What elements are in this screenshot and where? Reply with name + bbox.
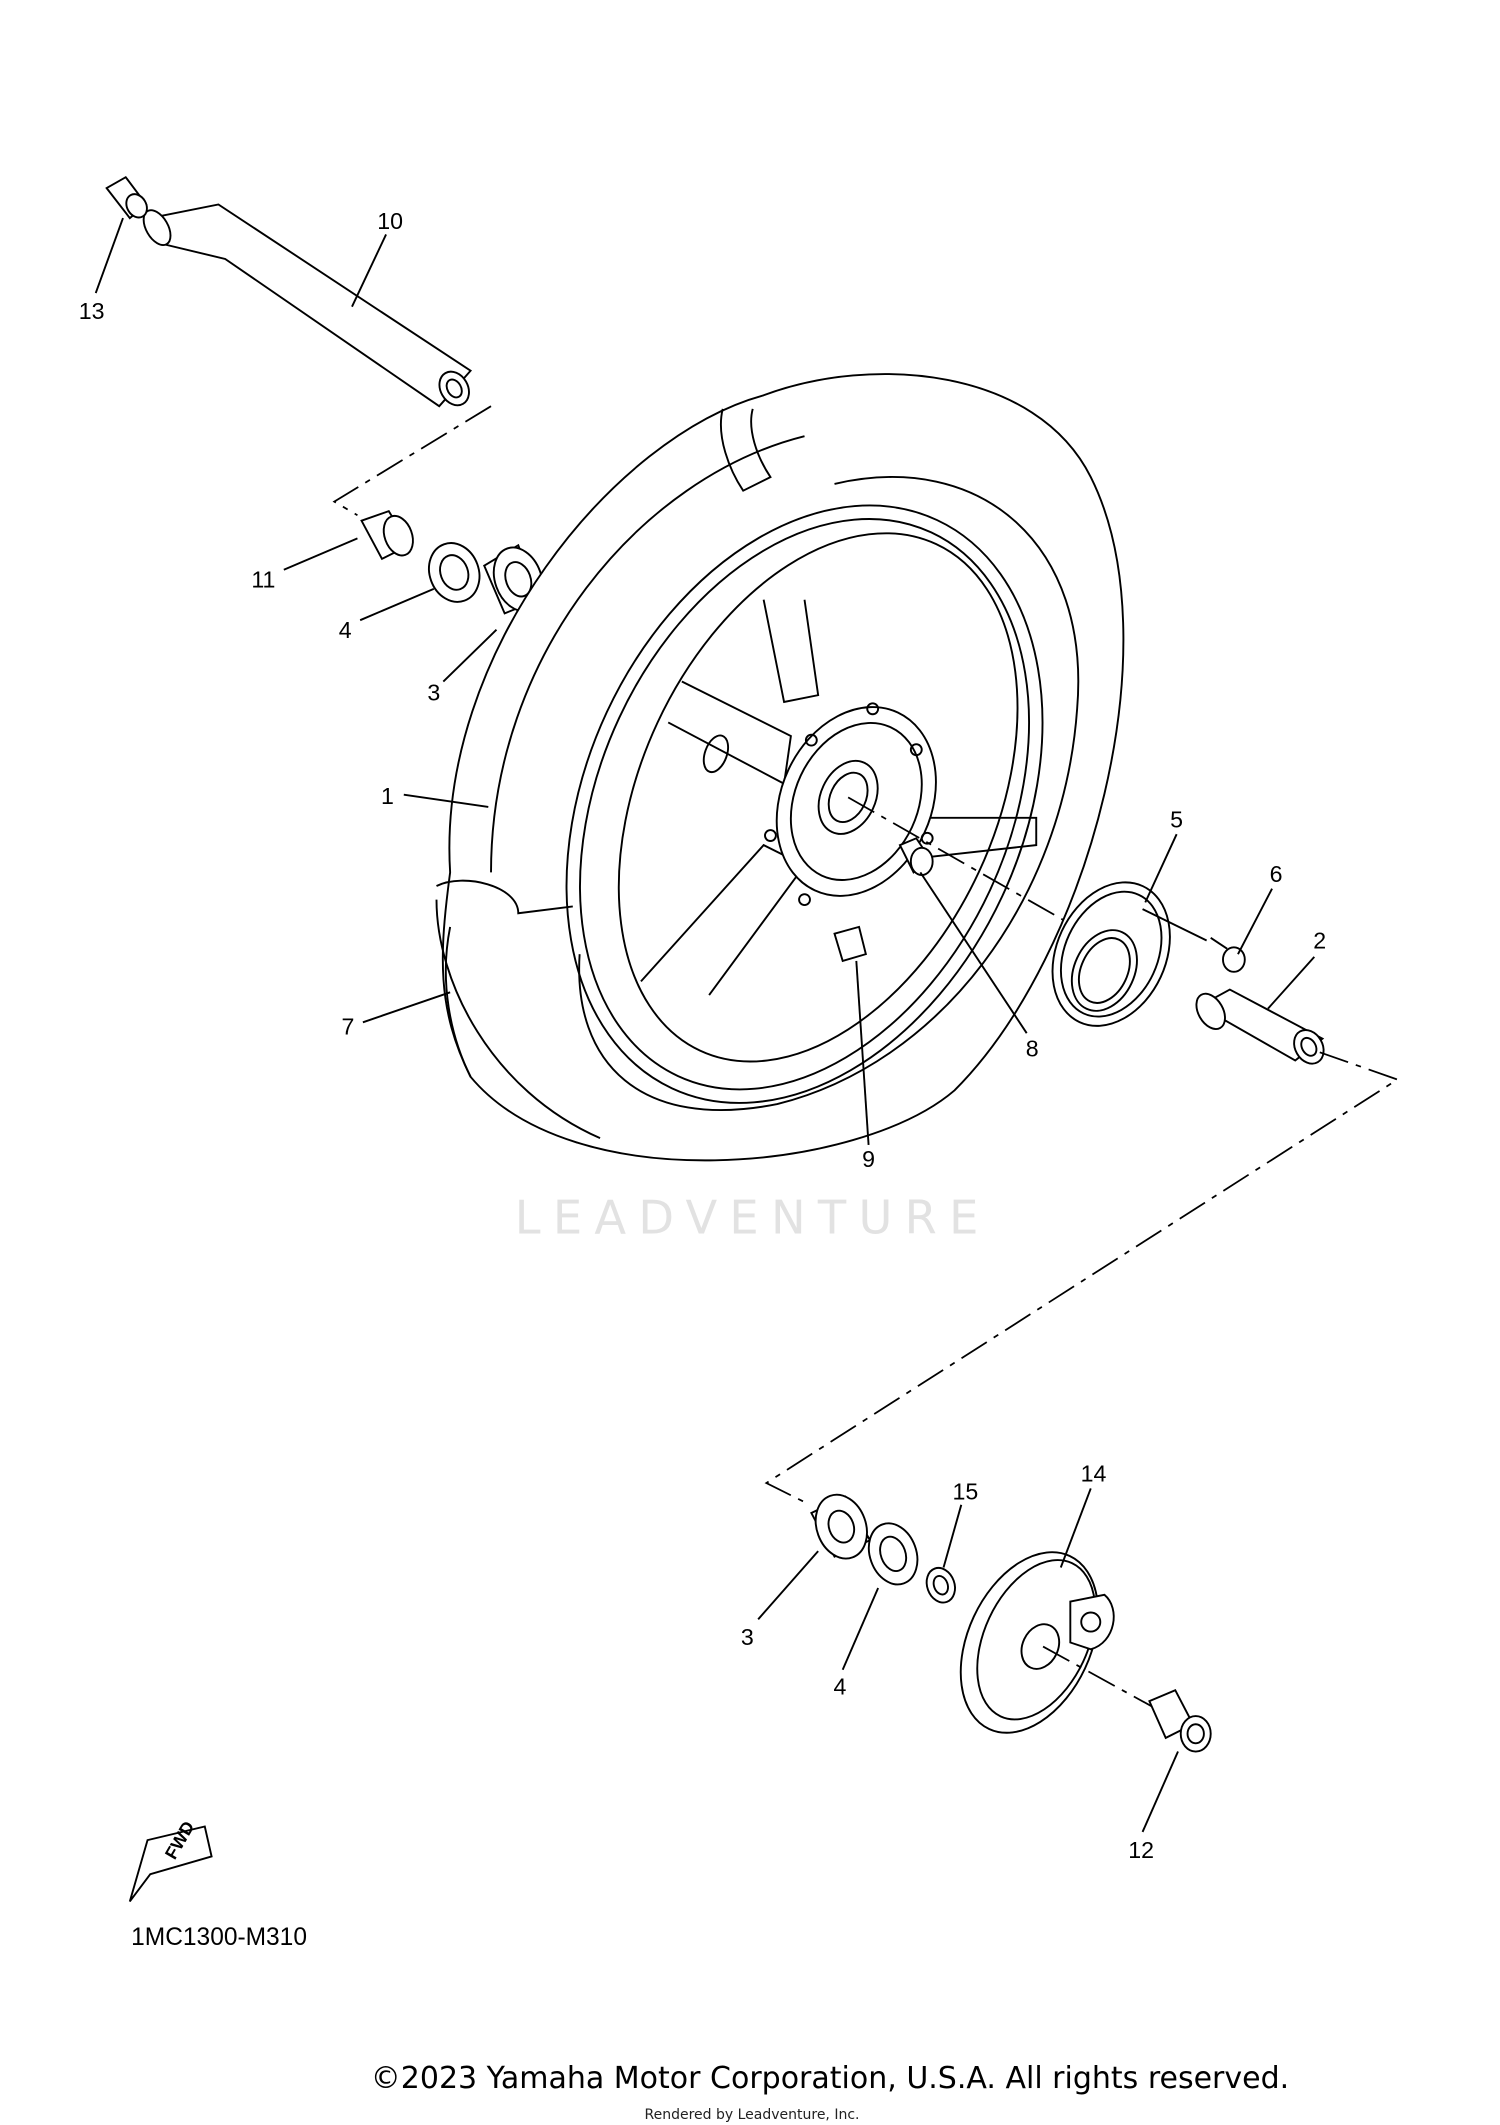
- callout-4: 4: [339, 617, 352, 643]
- watermark-text: LEADVENTURE: [515, 1191, 991, 1245]
- callout-3-lower: 3: [741, 1624, 754, 1650]
- wheel-part-1: [435, 373, 1125, 1162]
- copyright-text: ©2023 Yamaha Motor Corporation, U.S.A. A…: [371, 2061, 1289, 2096]
- axle-part-10: [142, 203, 473, 408]
- callout-10: 10: [377, 208, 403, 234]
- callout-4-lower: 4: [834, 1673, 847, 1699]
- callout-11: 11: [251, 566, 275, 592]
- collar-part-11: [360, 509, 414, 561]
- bolt-part-12: [1148, 1688, 1212, 1753]
- bearing-part-4-lower: [867, 1522, 919, 1586]
- callout-9: 9: [862, 1146, 875, 1172]
- diagram-code: 1MC1300-M310: [131, 1924, 307, 1951]
- callout-2: 2: [1313, 928, 1326, 954]
- callout-13: 13: [79, 298, 105, 324]
- callout-12: 12: [1128, 1837, 1154, 1863]
- callout-6: 6: [1270, 861, 1283, 887]
- balance-weight-part-8: [898, 837, 934, 877]
- balance-weight-part-9: [833, 925, 868, 963]
- cover-part-5: [1051, 881, 1171, 1027]
- tire-part-7: [444, 926, 472, 1078]
- callout-7: 7: [341, 1014, 354, 1040]
- gear-unit-part-14: [959, 1551, 1115, 1734]
- callout-8: 8: [1026, 1035, 1039, 1061]
- collar-part-2: [1195, 988, 1325, 1065]
- callout-14: 14: [1081, 1461, 1107, 1487]
- collar-part-15: [925, 1566, 956, 1604]
- callout-5: 5: [1170, 806, 1183, 832]
- callout-3: 3: [427, 680, 440, 706]
- rendered-by-text: Rendered by Leadventure, Inc.: [645, 2107, 860, 2123]
- leader-lines: [94, 217, 1316, 1833]
- collar-part-13: [105, 175, 148, 220]
- callout-1: 1: [381, 783, 394, 809]
- bearing-part-4-upper: [428, 542, 481, 603]
- callout-15: 15: [952, 1478, 978, 1504]
